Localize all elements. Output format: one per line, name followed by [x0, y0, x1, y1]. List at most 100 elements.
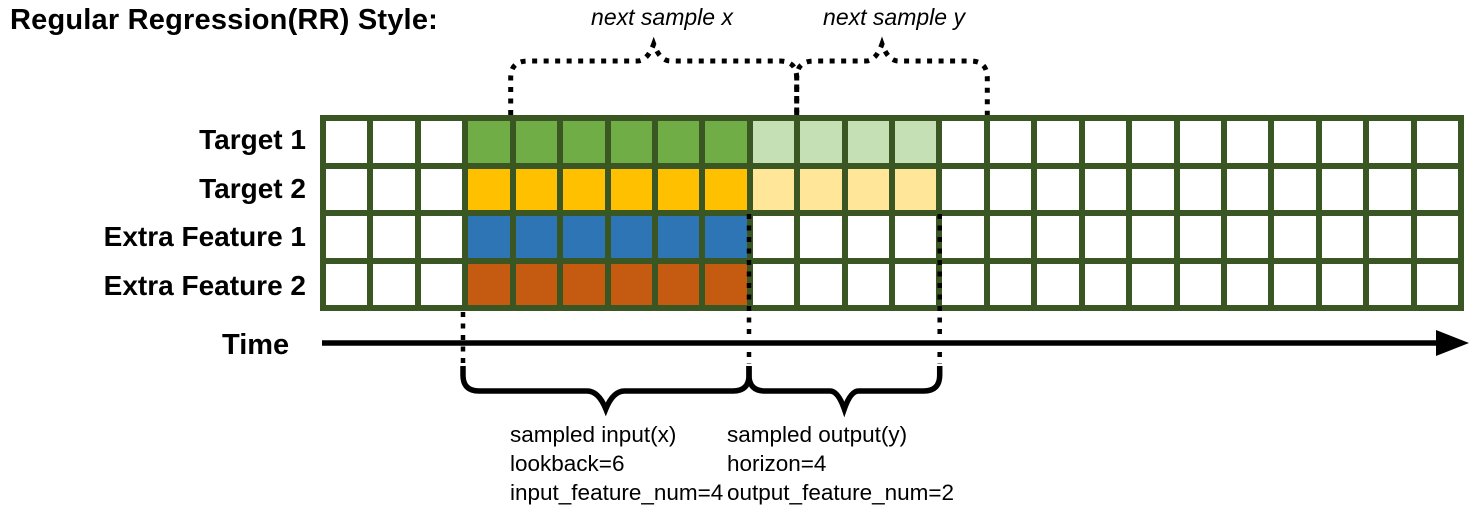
- next-sample-y-brace: [794, 36, 990, 115]
- grid-cell: [752, 216, 795, 258]
- grid-cell: [752, 263, 795, 305]
- grid-cell: [1037, 216, 1079, 258]
- grid-cell: [657, 168, 700, 210]
- grid-cell: [1274, 216, 1316, 258]
- sample-grid: [320, 115, 1464, 311]
- sampled-input-text: sampled input(x) lookback=6 input_featur…: [510, 420, 723, 507]
- grid-cell: [563, 168, 605, 210]
- grid-cell: [515, 263, 558, 305]
- grid-cell: [847, 263, 889, 305]
- grid-cell: [326, 263, 368, 305]
- grid-cell: [610, 121, 652, 163]
- grid-cell: [942, 216, 984, 258]
- grid-cell: [515, 121, 558, 163]
- sampled-input-title: sampled input(x): [510, 422, 677, 447]
- grid-cell: [1226, 121, 1269, 163]
- grid-cell: [705, 216, 747, 258]
- grid-cell: [326, 121, 368, 163]
- grid-cell: [420, 168, 463, 210]
- grid-cell: [847, 216, 889, 258]
- grid-cell: [942, 263, 984, 305]
- grid-cell: [515, 216, 558, 258]
- grid-cell: [1274, 168, 1316, 210]
- grid-cell: [1416, 263, 1458, 305]
- grid-cell: [373, 216, 415, 258]
- grid-cell: [1369, 168, 1411, 210]
- grid-cell: [705, 121, 747, 163]
- grid-cell: [1037, 168, 1079, 210]
- grid-cell: [326, 216, 368, 258]
- diagram-title: Regular Regression(RR) Style:: [10, 4, 438, 36]
- grid-cell: [563, 216, 605, 258]
- grid-cell: [1321, 121, 1364, 163]
- grid-cell: [1416, 216, 1458, 258]
- next-sample-y-label: next sample y: [823, 4, 965, 30]
- grid-cell: [657, 263, 700, 305]
- grid-cell: [1037, 121, 1079, 163]
- grid-cell: [705, 168, 747, 210]
- grid-cell: [1369, 263, 1411, 305]
- grid-cell: [989, 216, 1032, 258]
- grid-cell: [1416, 168, 1458, 210]
- grid-cell: [373, 263, 415, 305]
- grid-cell: [1179, 216, 1221, 258]
- grid-cell: [800, 121, 842, 163]
- horizon-value: horizon=4: [727, 451, 827, 476]
- sampled-output-title: sampled output(y): [727, 422, 908, 447]
- grid-cell: [326, 168, 368, 210]
- grid-cell: [942, 121, 984, 163]
- grid-cell: [373, 121, 415, 163]
- grid-cell: [563, 263, 605, 305]
- grid-cell: [942, 168, 984, 210]
- grid-cell: [1084, 168, 1127, 210]
- grid-cell: [1369, 121, 1411, 163]
- grid-cell: [752, 121, 795, 163]
- grid-cell: [563, 121, 605, 163]
- grid-cell: [610, 216, 652, 258]
- grid-cell: [1274, 263, 1316, 305]
- grid-cell: [1179, 263, 1221, 305]
- grid-cell: [1084, 263, 1127, 305]
- grid-cell: [895, 168, 937, 210]
- grid-cell: [1084, 121, 1127, 163]
- grid-cell: [989, 168, 1032, 210]
- grid-cell: [800, 168, 842, 210]
- grid-cell: [420, 216, 463, 258]
- next-sample-x-label: next sample x: [591, 4, 733, 30]
- grid-cell: [1132, 263, 1174, 305]
- grid-cell: [1132, 121, 1174, 163]
- grid-cell: [895, 263, 937, 305]
- grid-cell: [1084, 216, 1127, 258]
- grid-cell: [468, 263, 510, 305]
- grid-cell: [610, 263, 652, 305]
- row-label-extra-feature-2: Extra Feature 2: [103, 270, 306, 301]
- grid-cell: [468, 216, 510, 258]
- grid-cell: [847, 121, 889, 163]
- sampled-output-text: sampled output(y) horizon=4 output_featu…: [727, 420, 954, 507]
- grid-cell: [1226, 216, 1269, 258]
- grid-cell: [1321, 263, 1364, 305]
- grid-cell: [468, 121, 510, 163]
- grid-cell: [989, 263, 1032, 305]
- row-label-target-1: Target 1: [199, 124, 306, 155]
- output-window-brace: [746, 366, 943, 418]
- grid-cell: [1321, 168, 1364, 210]
- output-feature-num: output_feature_num=2: [727, 480, 955, 505]
- row-label-extra-feature-1: Extra Feature 1: [103, 221, 306, 252]
- grid-cell: [1416, 121, 1458, 163]
- row-label-target-2: Target 2: [199, 173, 306, 204]
- grid-cell: [1179, 121, 1221, 163]
- grid-cell: [1226, 168, 1269, 210]
- grid-cell: [895, 216, 937, 258]
- grid-cell: [1369, 216, 1411, 258]
- time-axis-label: Time: [222, 329, 290, 361]
- grid-cell: [1321, 216, 1364, 258]
- grid-cell: [1132, 216, 1174, 258]
- lookback-value: lookback=6: [510, 451, 625, 476]
- grid-cell: [420, 263, 463, 305]
- grid-cell: [1179, 168, 1221, 210]
- grid-cell: [1037, 263, 1079, 305]
- grid-cell: [373, 168, 415, 210]
